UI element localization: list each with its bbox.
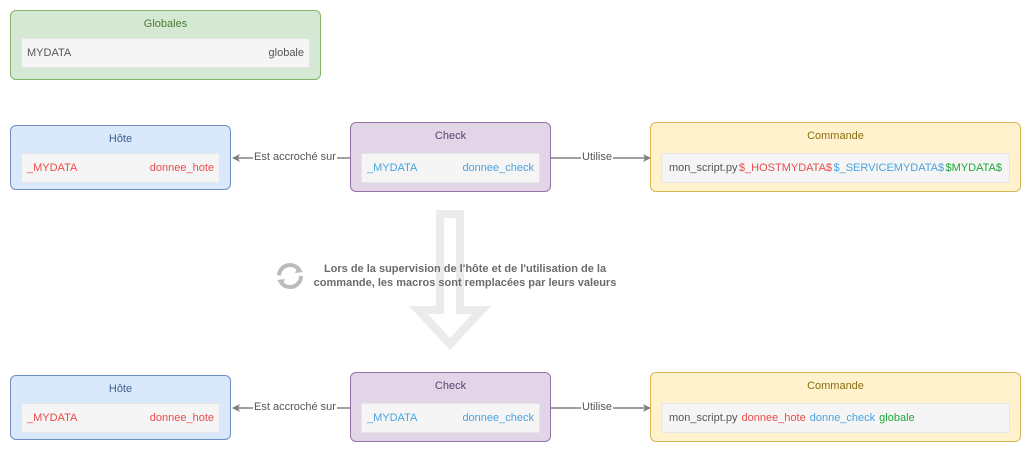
check-title-top: Check	[434, 130, 467, 142]
commande-arg-host-bottom: donnee_hote	[741, 412, 806, 424]
edge-label-accroche-top: Est accroché sur	[253, 151, 337, 163]
hote-box-top: Hôte _MYDATA donnee_hote	[10, 125, 231, 190]
check-macro-top: _MYDATA	[367, 162, 418, 174]
check-title-bottom: Check	[434, 380, 467, 392]
edge-label-accroche-bottom: Est accroché sur	[253, 401, 337, 413]
edge-label-utilise-top: Utilise	[581, 151, 613, 163]
hote-value-bottom: donnee_hote	[149, 412, 214, 424]
commande-box-bottom: Commande mon_script.py donnee_hote donne…	[650, 372, 1021, 442]
globales-title: Globales	[143, 18, 188, 30]
check-row-bottom: _MYDATA donnee_check	[361, 403, 540, 433]
hote-macro-bottom: _MYDATA	[27, 412, 78, 424]
check-row-top: _MYDATA donnee_check	[361, 153, 540, 183]
check-value-top: donnee_check	[462, 162, 534, 174]
commande-row-top: mon_script.py $_HOSTMYDATA$ $_SERVICEMYD…	[661, 153, 1010, 183]
commande-arg-service-bottom: donne_check	[809, 412, 876, 424]
check-box-bottom: Check _MYDATA donnee_check	[350, 372, 551, 442]
hote-row-bottom: _MYDATA donnee_hote	[21, 403, 220, 433]
commande-arg-service-top: $_SERVICEMYDATA$	[833, 162, 945, 174]
hote-macro-top: _MYDATA	[27, 162, 78, 174]
substitution-note: Lors de la supervision de l'hôte et de l…	[313, 263, 617, 289]
check-value-bottom: donnee_check	[462, 412, 534, 424]
globales-value: globale	[268, 47, 304, 59]
edge-label-utilise-bottom: Utilise	[581, 401, 613, 413]
refresh-icon	[277, 263, 303, 289]
commande-title-top: Commande	[807, 130, 864, 142]
hote-row-top: _MYDATA donnee_hote	[21, 153, 220, 183]
globales-box: Globales MYDATA globale	[10, 10, 321, 80]
hote-value-top: donnee_hote	[149, 162, 214, 174]
hote-box-bottom: Hôte _MYDATA donnee_hote	[10, 375, 231, 440]
commande-script-bottom: mon_script.py	[669, 412, 738, 424]
big-down-arrow-icon	[409, 210, 491, 350]
commande-arg-host-top: $_HOSTMYDATA$	[738, 162, 833, 174]
commande-row-bottom: mon_script.py donnee_hote donne_check gl…	[661, 403, 1010, 433]
commande-arg-global-top: $MYDATA$	[945, 162, 1002, 174]
commande-title-bottom: Commande	[807, 380, 864, 392]
globales-row: MYDATA globale	[21, 38, 310, 68]
check-box-top: Check _MYDATA donnee_check	[350, 122, 551, 192]
hote-title-top: Hôte	[108, 133, 133, 145]
globales-macro: MYDATA	[27, 47, 72, 59]
commande-script-top: mon_script.py	[669, 162, 738, 174]
check-macro-bottom: _MYDATA	[367, 412, 418, 424]
commande-arg-global-bottom: globale	[879, 412, 915, 424]
hote-title-bottom: Hôte	[108, 383, 133, 395]
commande-box-top: Commande mon_script.py $_HOSTMYDATA$ $_S…	[650, 122, 1021, 192]
